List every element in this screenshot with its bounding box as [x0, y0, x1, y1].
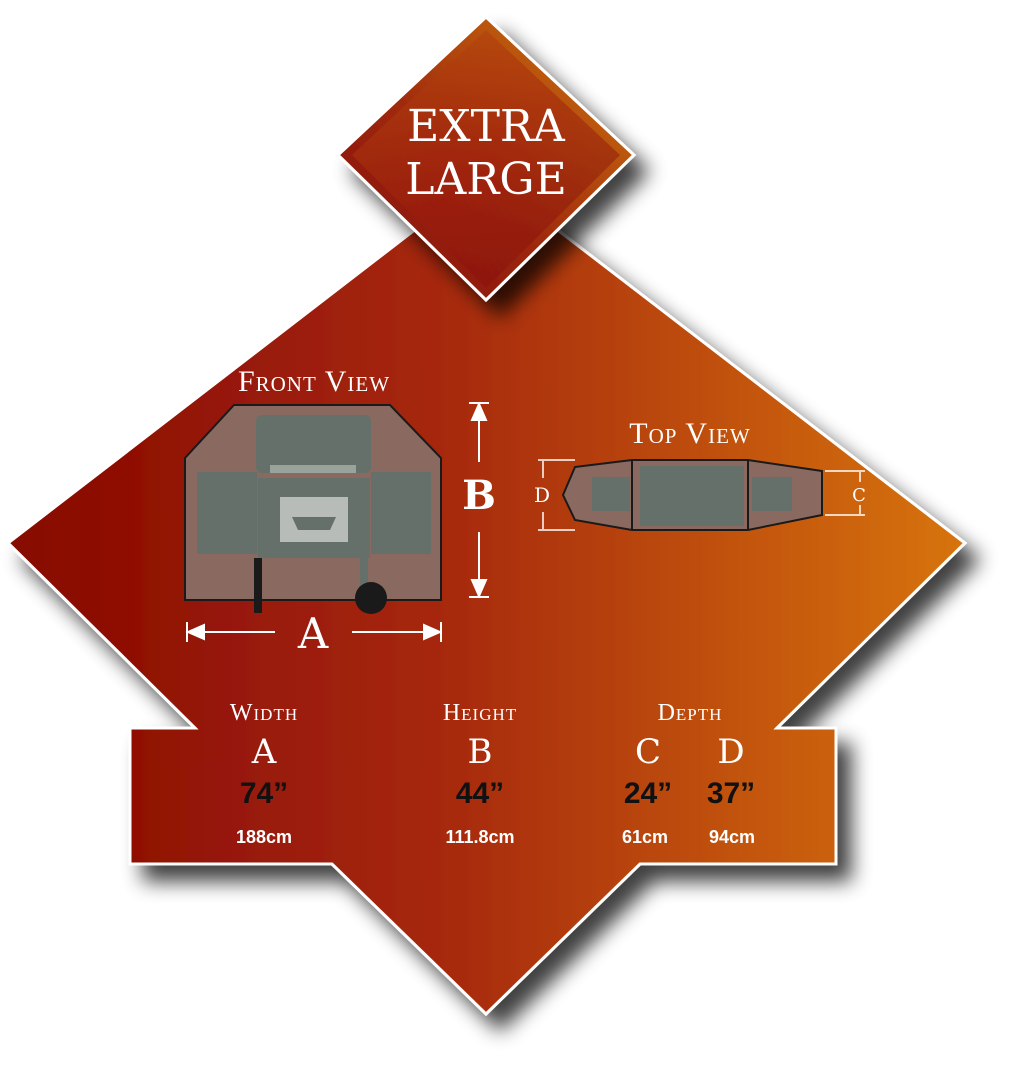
front-view-title: Front View — [238, 365, 390, 398]
spec-depth-d-letter: D — [717, 732, 744, 772]
grill-wheel — [355, 582, 387, 614]
spec-height: Height B 44” 111.8cm — [443, 700, 517, 847]
spec-depth-d-cm: 94cm — [709, 827, 755, 847]
front-view-section: Front View A — [184, 365, 496, 658]
spec-height-inches: 44” — [456, 777, 504, 810]
spec-depth-c-letter: C — [635, 732, 661, 772]
top-view-section: Top View D C — [534, 417, 866, 531]
dimension-c-bracket — [825, 470, 865, 516]
badge-line1: EXTRA — [407, 101, 566, 152]
grill-leg — [254, 558, 262, 613]
spec-depth-label: Depth — [658, 700, 723, 726]
grill-side-shelf-right — [371, 472, 431, 554]
spec-width-cm: 188cm — [236, 827, 292, 847]
spec-height-cm: 111.8cm — [445, 827, 514, 847]
top-view-title: Top View — [629, 417, 750, 450]
spec-height-letter: B — [468, 732, 493, 772]
main-diamond-panel — [5, 173, 968, 1017]
dimension-d-letter: D — [534, 483, 550, 507]
spec-width: Width A 74” 188cm — [230, 700, 298, 847]
size-badge — [335, 14, 637, 303]
grill-side-shelf-left — [197, 472, 257, 554]
dimension-a-arrow — [185, 622, 443, 642]
dimension-b-arrow — [469, 401, 489, 599]
spec-depth-c-cm: 61cm — [622, 827, 668, 847]
grill-handle — [270, 465, 356, 473]
grill-hood — [256, 415, 371, 473]
spec-height-label: Height — [443, 700, 517, 726]
spec-depth-d-inches: 37” — [707, 777, 755, 810]
badge-line2: LARGE — [405, 154, 566, 205]
dimension-b-letter: B — [462, 472, 496, 519]
spec-depth-c-inches: 24” — [624, 777, 672, 810]
dimension-a-letter: A — [297, 609, 329, 658]
spec-width-label: Width — [230, 700, 298, 726]
spec-width-letter: A — [251, 732, 277, 772]
spec-depth: Depth C D 24” 37” 61cm 94cm — [622, 700, 755, 847]
spec-width-inches: 74” — [240, 777, 288, 810]
dimension-d-bracket — [538, 459, 575, 531]
dimension-c-letter: C — [852, 485, 866, 506]
